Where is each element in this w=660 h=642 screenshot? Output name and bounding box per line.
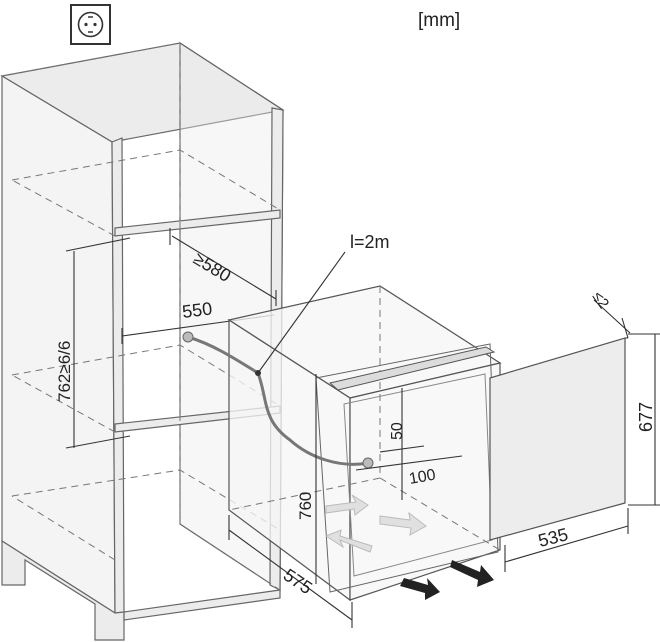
niche-width-label: 550 [181, 298, 213, 322]
appliance-body [227, 285, 502, 602]
door-height-dimension: 677 [628, 333, 660, 506]
cable-length-label: l=2m [350, 232, 390, 252]
door-height-label: 677 [636, 402, 656, 432]
units-label: [mm] [418, 10, 460, 31]
plug-offset-label: 100 [408, 467, 437, 488]
vent-offset-dimension: 50 100 [355, 388, 463, 500]
appliance-height-label: 760 [296, 492, 315, 520]
vent-offset-label: 50 [389, 422, 406, 440]
power-cable: l=2m [182, 232, 390, 469]
appliance-height-dimension: 760 [296, 374, 317, 584]
door-gap-dimension: ≤2 [589, 289, 631, 339]
power-socket-icon [70, 4, 111, 45]
niche-height-dimension: 762≥6/6 [55, 237, 131, 449]
door-width-label: 535 [536, 524, 570, 551]
furniture-door-panel [489, 337, 628, 541]
airflow-arrows [324, 494, 494, 600]
niche-height-label: 762≥6/6 [55, 341, 74, 402]
door-gap-label: ≤2 [589, 289, 612, 312]
